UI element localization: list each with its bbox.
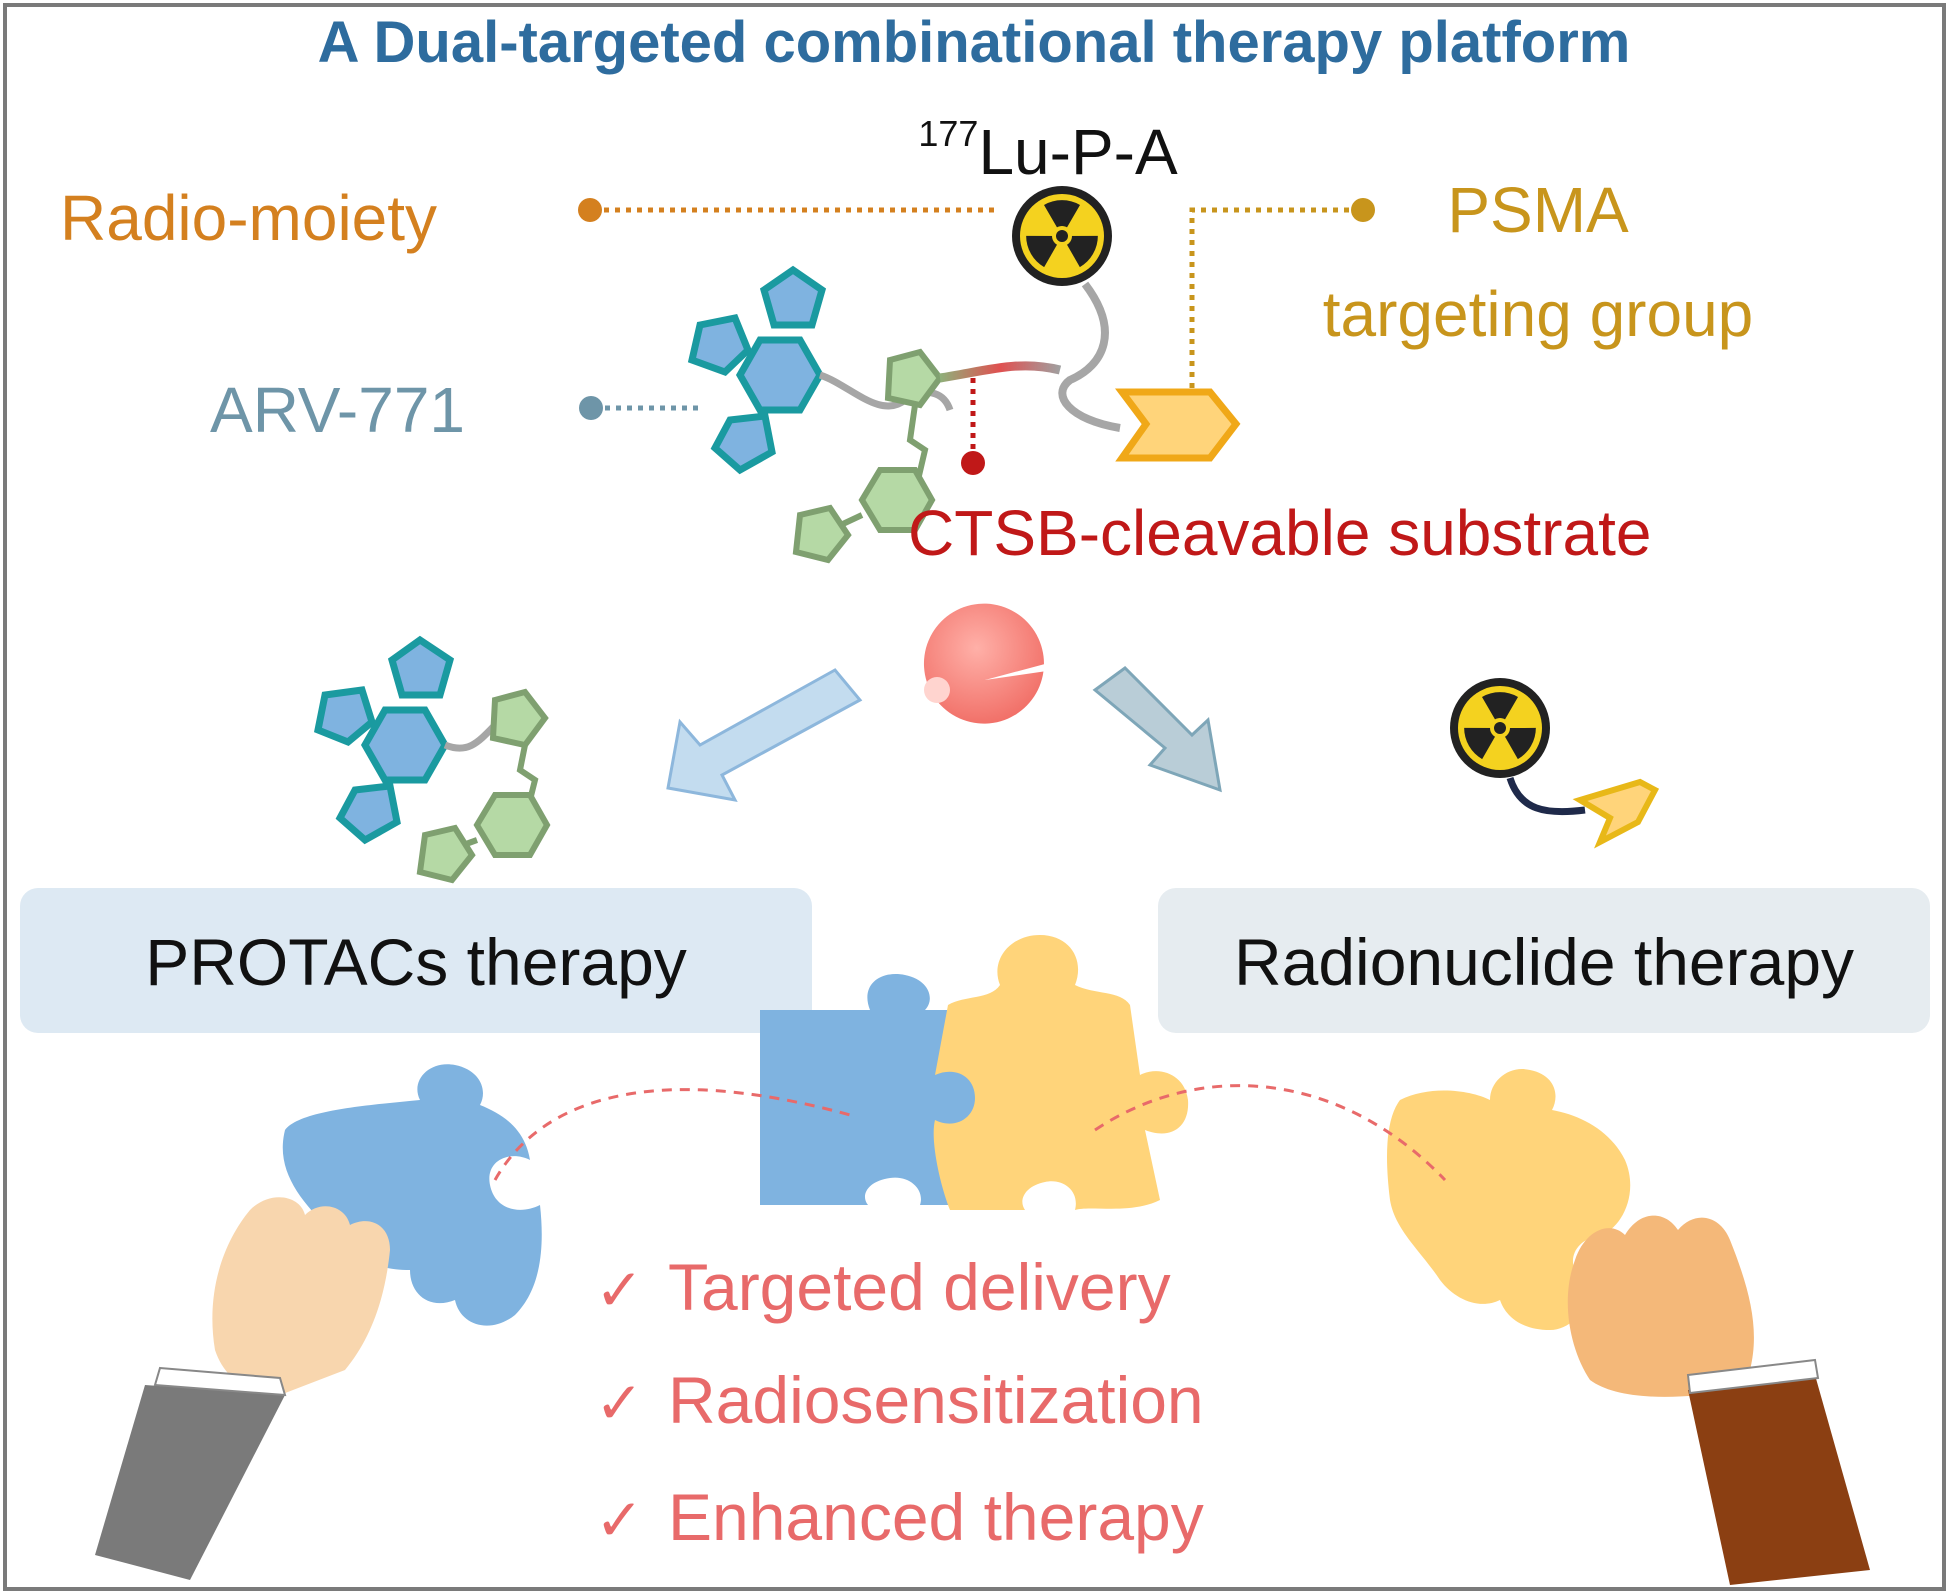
figure-border	[3, 3, 1946, 1591]
arc-left	[493, 1088, 851, 1181]
benefit-item: Enhanced therapy	[668, 1480, 1204, 1554]
benefit-list: ✓ Targeted delivery ✓ Radiosensitization…	[595, 1250, 1204, 1554]
checkmark-icon: ✓	[595, 1258, 644, 1323]
puzzle-piece-blue-left	[282, 1064, 542, 1326]
arrow-left-icon	[666, 668, 863, 803]
radio-moiety-dot	[578, 198, 602, 222]
arv-label: ARV-771	[210, 374, 465, 446]
radionuclide-box	[1158, 888, 1930, 1033]
hand-icon-right	[1567, 1215, 1870, 1585]
checkmark-icon: ✓	[595, 1488, 644, 1553]
radionuclide-label: Radionuclide therapy	[1234, 925, 1854, 999]
radiation-icon	[1012, 186, 1112, 286]
psma-chevron-icon	[1115, 388, 1241, 462]
ctsb-dot	[961, 451, 985, 475]
ctsb-label: CTSB-cleavable substrate	[908, 497, 1651, 569]
figure-title: A Dual-targeted combinational therapy pl…	[318, 10, 1631, 75]
released-psma-icon	[1572, 778, 1660, 849]
hand-icon-left	[95, 1197, 390, 1580]
puzzle-piece-yellow-right	[1387, 1069, 1631, 1330]
radiation-icon-released	[1450, 678, 1550, 778]
released-linker	[1506, 776, 1586, 816]
puzzle-piece-yellow-center	[933, 935, 1189, 1210]
protac-fragment-icon	[313, 635, 551, 884]
protacs-label: PROTACs therapy	[145, 925, 687, 999]
psma-dot	[1351, 198, 1375, 222]
psma-sublabel: targeting group	[1323, 278, 1754, 350]
compound-name: Lu-P-A	[978, 116, 1178, 188]
checkmark-icon: ✓	[595, 1371, 644, 1436]
benefit-item: Radiosensitization	[668, 1363, 1204, 1437]
benefit-item: Targeted delivery	[668, 1250, 1171, 1324]
protacs-box	[20, 888, 812, 1033]
enzyme-pacman-icon	[923, 603, 1044, 724]
arc-right	[1094, 1084, 1447, 1182]
psma-label: PSMA	[1447, 174, 1629, 246]
radio-moiety-label: Radio-moiety	[60, 182, 437, 254]
psma-leader	[1189, 207, 1349, 390]
radio-linker	[1058, 281, 1121, 432]
protac-molecule-icon	[687, 265, 1062, 564]
arrow-right-icon	[1092, 666, 1222, 793]
arv-dot	[579, 396, 603, 420]
compound-superscript: 177	[918, 113, 978, 154]
compound-label: 177Lu-P-A	[918, 113, 1178, 188]
